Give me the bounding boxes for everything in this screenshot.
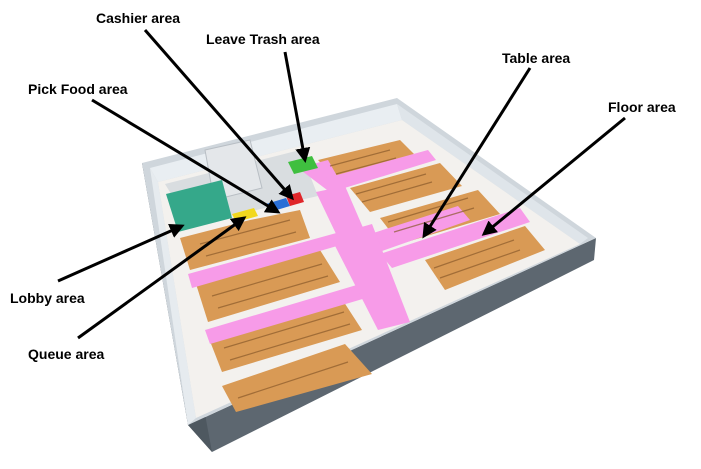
label-leave-trash-area: Leave Trash area xyxy=(206,31,320,47)
label-table-area: Table area xyxy=(502,50,570,66)
label-pick-food-area: Pick Food area xyxy=(28,81,128,97)
label-cashier-area: Cashier area xyxy=(96,10,180,26)
label-queue-area: Queue area xyxy=(28,346,104,362)
label-floor-area: Floor area xyxy=(608,99,676,115)
label-lobby-area: Lobby area xyxy=(10,290,85,306)
